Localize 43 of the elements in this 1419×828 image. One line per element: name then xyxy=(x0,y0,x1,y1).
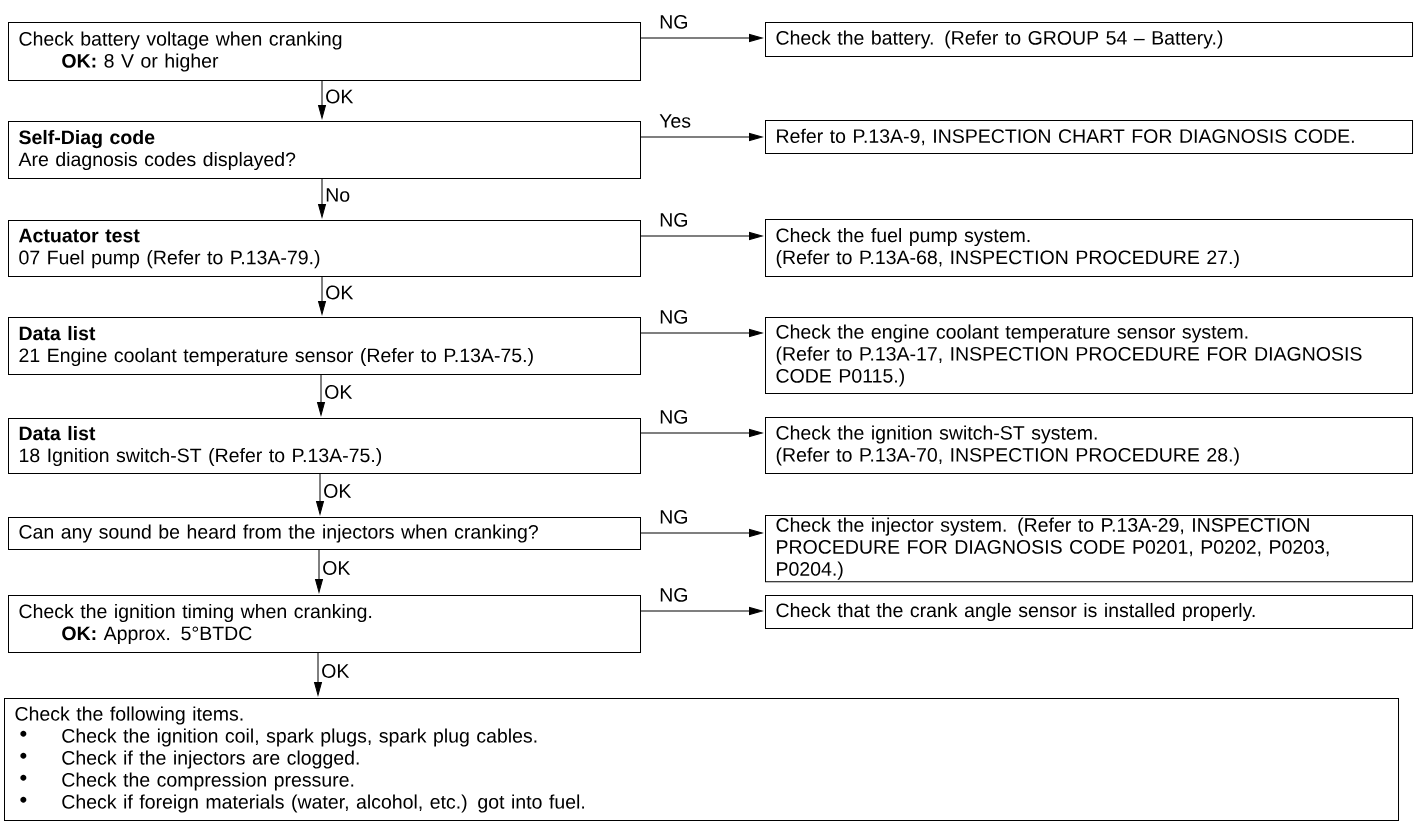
process-box: Check the engine coolant temperature sensor system. (Refer to P.13A-17, INSPECTION PROCEDURE FOR DIAGNOSIS CODE P0115.) xyxy=(765,317,1413,394)
edge-label: NG xyxy=(658,14,690,30)
arrow xyxy=(640,133,763,141)
process-box: Check that the crank angle sensor is installed properly. xyxy=(765,595,1413,629)
arrow xyxy=(640,34,763,42)
edge-label: No xyxy=(324,187,352,203)
arrow xyxy=(316,473,324,515)
process-box: Self-Diag code Are diagnosis codes displayed? xyxy=(8,121,641,179)
process-box: Check the injector system. (Refer to P.13A-29, INSPECTION PROCEDURE FOR DIAGNOSIS CODE P0201, P0202, P0203, P0204.) xyxy=(765,515,1413,583)
edge-label: NG xyxy=(658,309,690,325)
edge-label: OK xyxy=(321,560,352,576)
arrow xyxy=(640,529,763,537)
arrow xyxy=(318,178,326,218)
edge-label: NG xyxy=(658,587,690,603)
arrow xyxy=(640,429,763,437)
edge-label: OK xyxy=(324,88,355,105)
process-box: Check the ignition timing when cranking. OK: Approx. 5°BTDC xyxy=(8,595,641,653)
arrow xyxy=(640,607,763,615)
edge-label: OK xyxy=(324,284,355,301)
arrow xyxy=(317,374,325,416)
process-box: Can any sound be heard from the injectors when cranking? xyxy=(8,517,641,550)
arrow xyxy=(318,80,326,119)
process-box: Refer to P.13A-9, INSPECTION CHART FOR DIAGNOSIS CODE. xyxy=(765,120,1413,154)
edge-label: OK xyxy=(323,384,354,400)
edge-label: Yes xyxy=(658,113,692,129)
process-box: Data list 18 Ignition switch-ST (Refer to P.13A-75.) xyxy=(8,418,641,474)
edge-label: NG xyxy=(658,409,690,425)
arrow xyxy=(318,276,326,315)
edge-label: NG xyxy=(658,509,690,525)
process-box: Actuator test 07 Fuel pump (Refer to P.13A-79.) xyxy=(8,220,641,277)
process-box: Check the battery. (Refer to GROUP 54 – Battery.) xyxy=(765,22,1413,57)
process-box: Data list 21 Engine coolant temperature sensor (Refer to P.13A-75.) xyxy=(8,317,641,375)
process-box: Check battery voltage when cranking OK: 8 V or higher xyxy=(8,22,641,81)
process-box: Check the fuel pump system. (Refer to P.13A-68, INSPECTION PROCEDURE 27.) xyxy=(765,219,1413,277)
process-box: Check the following items. Check the ignition coil, spark plugs, spark plug cables. Check if the injectors are clogged. Check the compression pressure. Check if foreign materials (water, alcohol, etc.) got into fuel. xyxy=(4,698,1399,821)
edge-label: NG xyxy=(658,212,690,228)
arrow xyxy=(315,549,323,593)
edge-label: OK xyxy=(322,483,353,499)
arrow xyxy=(640,232,763,240)
edge-label: OK xyxy=(320,663,351,679)
arrow xyxy=(314,652,322,696)
arrow xyxy=(640,329,763,337)
process-box: Check the ignition switch-ST system. (Refer to P.13A-70, INSPECTION PROCEDURE 28.) xyxy=(765,417,1413,474)
